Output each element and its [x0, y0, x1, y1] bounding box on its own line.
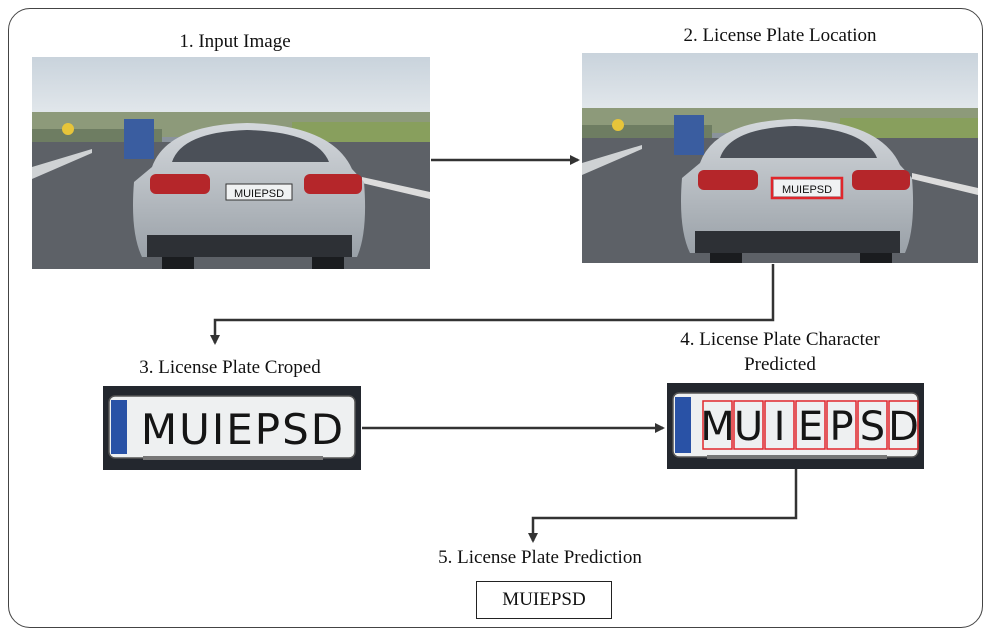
- predicted-character: D: [888, 404, 919, 450]
- step5-label: 5. License Plate Prediction: [438, 547, 642, 568]
- predicted-character: S: [860, 404, 885, 450]
- car-photo-graphic: MUIEPSD: [32, 57, 430, 269]
- arrow-2-to-3: [210, 264, 775, 345]
- cropped-plate-graphic: MUIEPSD: [103, 386, 361, 470]
- character-bounding-box: [764, 400, 795, 450]
- predicted-character: E: [798, 404, 823, 450]
- diagram-frame: [8, 8, 983, 628]
- step4-label-line1: 4. License Plate Character: [680, 329, 880, 350]
- character-bounding-box: [826, 400, 857, 450]
- predicted-character: P: [829, 404, 853, 450]
- predicted-character: M: [700, 404, 735, 450]
- input-plate-text: MUIEPSD: [234, 188, 284, 200]
- cropped-plate-text: MUIEPSD: [141, 405, 345, 454]
- cropped-plate-image: MUIEPSD: [103, 386, 361, 470]
- plate-location-image: MUIEPSD: [582, 53, 978, 263]
- prediction-result-box: MUIEPSD: [476, 581, 612, 619]
- located-plate-text: MUIEPSD: [782, 184, 832, 196]
- input-image: MUIEPSD: [32, 57, 430, 269]
- car-photo-located-graphic: MUIEPSD: [582, 53, 978, 263]
- arrow-4-to-5: [528, 469, 798, 543]
- predicted-character: U: [734, 404, 763, 450]
- predicted-character: I: [774, 404, 786, 450]
- character-bounding-box: [857, 400, 888, 450]
- step4-label-line2: Predicted: [744, 354, 816, 375]
- plate-detection-box: [770, 176, 844, 200]
- step2-label: 2. License Plate Location: [683, 25, 877, 46]
- step1-label: 1. Input Image: [179, 31, 291, 52]
- character-bounding-box: [795, 400, 826, 450]
- character-bounding-box: [733, 400, 764, 450]
- step3-label: 3. License Plate Croped: [139, 357, 321, 378]
- character-bounding-box: [702, 400, 733, 450]
- character-bounding-box: [888, 400, 919, 450]
